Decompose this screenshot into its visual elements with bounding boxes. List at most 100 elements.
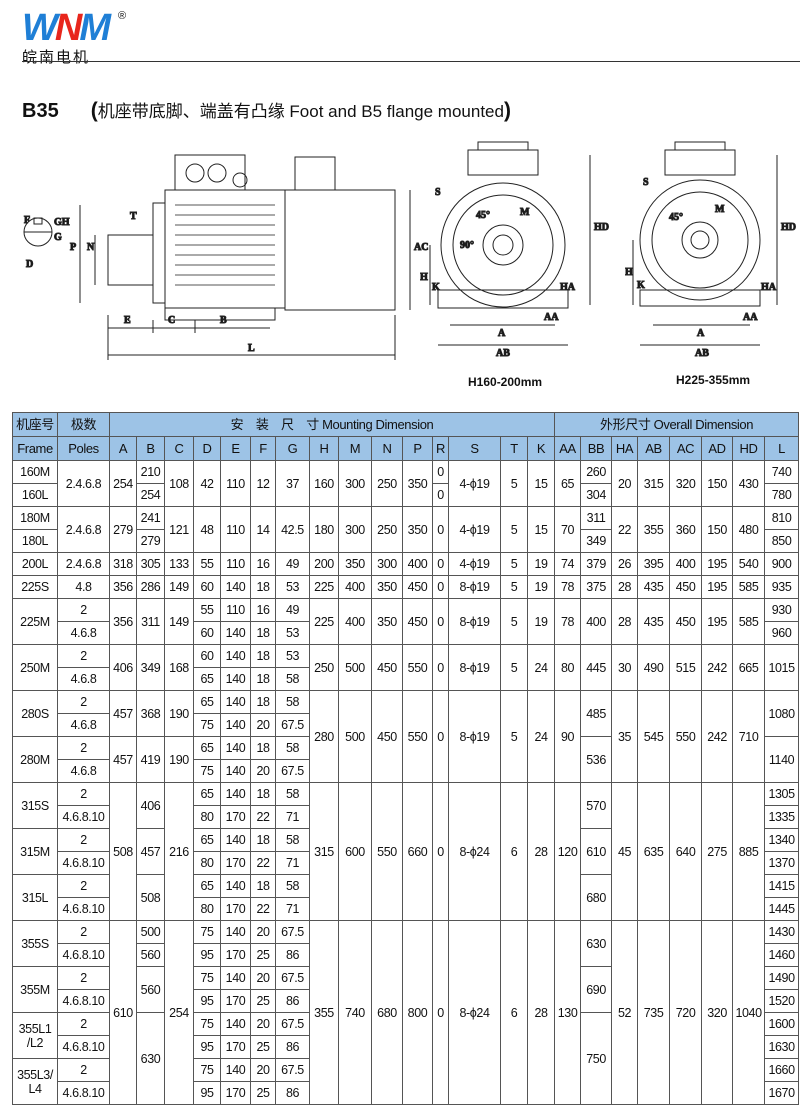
- column-header: N: [371, 436, 403, 461]
- table-cell: 356: [109, 575, 137, 599]
- table-cell: 315: [309, 782, 339, 921]
- table-cell: 480: [732, 506, 766, 553]
- label-s: S: [435, 187, 441, 198]
- table-cell: 65: [193, 667, 221, 691]
- front-view-h160-200: S 45° 90° M H K A AB AA HA HD: [420, 141, 610, 360]
- table-cell: 355M: [12, 966, 58, 1013]
- table-cell: 18: [250, 782, 276, 806]
- table-cell: 350: [402, 506, 433, 553]
- table-cell: 160M: [12, 460, 58, 484]
- table-cell: 160L: [12, 483, 58, 507]
- table-cell: 75: [193, 713, 221, 737]
- table-cell: 368: [136, 690, 165, 737]
- table-cell: 55: [193, 552, 221, 576]
- table-cell: 2: [57, 1058, 110, 1082]
- table-cell: 95: [193, 989, 221, 1013]
- table-cell: 20: [250, 1012, 276, 1036]
- paren-close: ): [503, 99, 511, 122]
- table-cell: 8-ϕ24: [448, 782, 501, 921]
- column-header: AD: [701, 436, 734, 461]
- table-cell: 14: [250, 506, 276, 553]
- table-cell: 140: [220, 920, 251, 944]
- table-cell: 140: [220, 690, 251, 714]
- table-cell: 4.6.8.10: [57, 1035, 110, 1059]
- table-cell: 485: [580, 690, 613, 737]
- table-cell: 1340: [764, 828, 800, 852]
- table-cell: 1335: [764, 805, 800, 829]
- table-cell: 4-ϕ19: [448, 460, 501, 507]
- table-cell: 435: [637, 598, 671, 645]
- table-cell: 300: [338, 460, 372, 507]
- table-cell: 242: [701, 690, 734, 783]
- table-cell: 60: [193, 621, 221, 645]
- table-cell: 400: [669, 552, 703, 576]
- header-rule: [22, 61, 800, 62]
- table-cell: 315L: [12, 874, 58, 921]
- table-cell: 400: [338, 598, 372, 645]
- label-b: B: [220, 315, 227, 326]
- table-cell: 53: [275, 621, 310, 645]
- mount-description: 机座带底脚、端盖有凸缘 Foot and B5 flange mounted: [97, 102, 504, 121]
- front-view-h225-355: S 45° M H K A AB AA HA HD: [625, 141, 797, 360]
- table-cell: 140: [220, 759, 251, 783]
- table-cell: 80: [193, 805, 221, 829]
- table-cell: 67.5: [275, 1012, 310, 1036]
- table-cell: 435: [637, 575, 671, 599]
- table-cell: 885: [732, 782, 766, 921]
- column-header: F: [250, 436, 276, 461]
- label-90deg: 90°: [460, 240, 474, 251]
- table-cell: 60: [193, 575, 221, 599]
- column-header: H: [309, 436, 339, 461]
- table-cell: 28: [611, 598, 639, 645]
- table-cell: 275: [701, 782, 734, 921]
- table-cell: 254: [164, 920, 194, 1105]
- table-cell: 735: [637, 920, 671, 1105]
- column-header: K: [526, 436, 556, 461]
- table-cell: 4.6.8: [57, 759, 110, 783]
- table-cell: 120: [554, 782, 582, 921]
- table-cell: 5: [500, 506, 528, 553]
- table-cell: 550: [669, 690, 703, 783]
- table-cell: 356: [109, 598, 137, 645]
- table-cell: 490: [637, 644, 671, 691]
- table-cell: 540: [732, 552, 766, 576]
- table-cell: 6: [500, 782, 528, 921]
- table-cell: 315S: [12, 782, 58, 829]
- table-cell: 254: [136, 483, 165, 507]
- table-cell: 95: [193, 943, 221, 967]
- table-cell: 5: [500, 690, 528, 783]
- label-k: K: [637, 280, 645, 291]
- table-cell: 610: [580, 828, 613, 875]
- table-cell: 20: [250, 713, 276, 737]
- table-cell: 1040: [732, 920, 766, 1105]
- table-cell: 35: [611, 690, 639, 783]
- table-cell: 457: [136, 828, 165, 875]
- table-cell: 560: [136, 943, 165, 967]
- table-cell: 1305: [764, 782, 800, 806]
- registered-mark: ®: [118, 10, 127, 22]
- table-cell: 170: [220, 897, 251, 921]
- table-cell: 445: [580, 644, 613, 691]
- table-cell: 2.4.6.8: [57, 552, 110, 576]
- table-cell: 395: [637, 552, 671, 576]
- page-title: B35(机座带底脚、端盖有凸缘 Foot and B5 flange mount…: [22, 97, 511, 123]
- table-cell: 1430: [764, 920, 800, 944]
- table-cell: 52: [611, 920, 639, 1105]
- table-cell: 18: [250, 575, 276, 599]
- label-g: G: [54, 232, 62, 243]
- table-cell: 355: [309, 920, 339, 1105]
- table-cell: 133: [164, 552, 194, 576]
- column-header: HD: [732, 436, 766, 461]
- table-cell: 2: [57, 1012, 110, 1036]
- table-cell: 53: [275, 644, 310, 668]
- table-cell: 18: [250, 828, 276, 852]
- table-cell: 640: [669, 782, 703, 921]
- table-cell: 279: [109, 506, 137, 553]
- table-cell: 1490: [764, 966, 800, 990]
- table-cell: 225: [309, 598, 339, 645]
- table-cell: 140: [220, 736, 251, 760]
